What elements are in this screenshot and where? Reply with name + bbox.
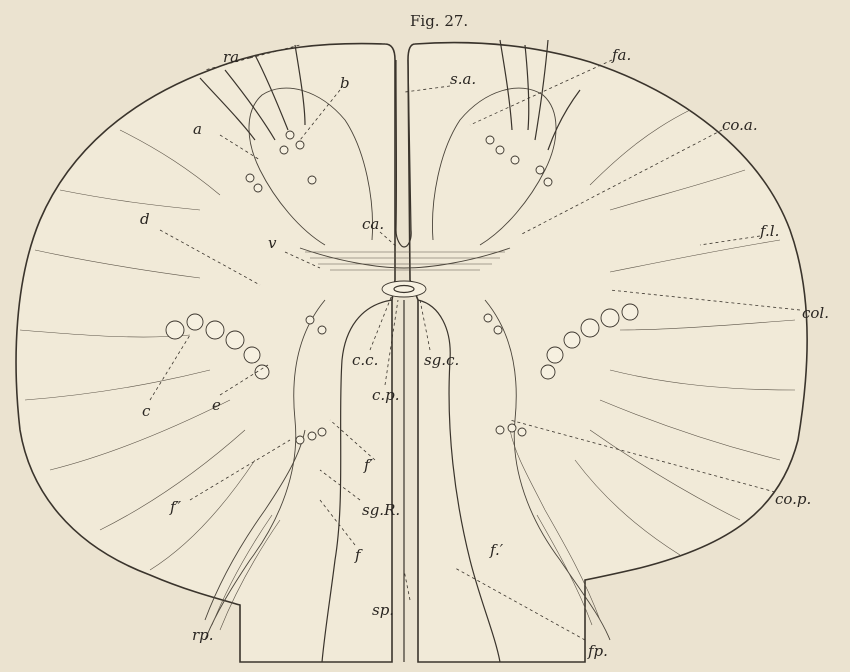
label-f-prime-right: f.′ <box>489 541 504 559</box>
label-f-prime: f′ <box>363 456 374 474</box>
label-cc: c.c. <box>352 351 378 369</box>
label-c: c <box>142 402 151 420</box>
label-ra: ra <box>223 48 239 66</box>
label-sp: sp. <box>372 601 394 619</box>
label-coa: co.a. <box>722 116 758 134</box>
label-sgR: sg.R. <box>362 501 400 519</box>
label-cop: co.p. <box>775 490 811 508</box>
label-f-double-prime: f″ <box>169 498 182 516</box>
label-fp: fp. <box>587 642 608 660</box>
label-v: v <box>268 234 277 252</box>
label-fl: f.l. <box>759 222 779 240</box>
label-sa: s.a. <box>450 70 476 88</box>
label-fa: fa. <box>611 46 631 64</box>
label-a: a <box>193 120 202 138</box>
label-col: col. <box>802 304 829 322</box>
right-half-outline <box>408 43 807 662</box>
label-b: b <box>340 74 350 92</box>
label-rp: rp. <box>192 626 214 644</box>
label-sgc: sg.c. <box>424 351 459 369</box>
central-canal <box>382 281 426 297</box>
label-cp: c.p. <box>372 386 400 404</box>
label-ca: ca. <box>362 215 384 233</box>
label-e: e <box>212 396 221 414</box>
left-half-outline <box>16 44 395 662</box>
label-d: d <box>140 210 150 228</box>
figure-title: Fig. 27. <box>410 12 468 30</box>
